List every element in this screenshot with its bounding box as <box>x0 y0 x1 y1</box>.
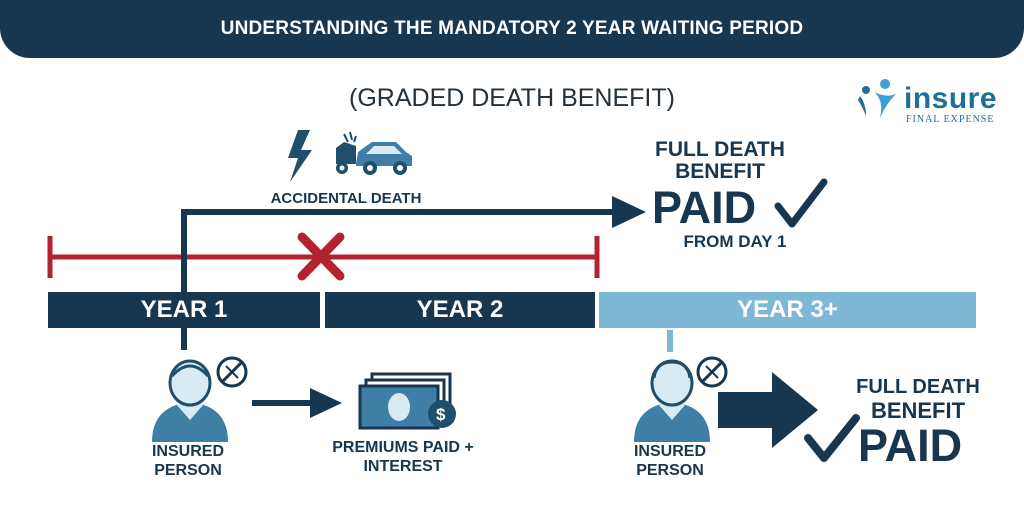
cross-icon <box>297 232 345 281</box>
insured-person-icon-left <box>152 359 228 442</box>
big-arrow-icon <box>718 372 818 448</box>
checkmark-icon-bottom <box>804 414 860 462</box>
no-pay-icon-left <box>216 356 248 388</box>
subtitle: (GRADED DEATH BENEFIT) <box>349 84 675 112</box>
year-3-plus-bar: YEAR 3+ <box>599 292 976 328</box>
year-1-bar: YEAR 1 <box>48 292 320 328</box>
logo-tagline: FINAL EXPENSE <box>906 114 995 125</box>
insured-person-icon-right <box>634 359 710 442</box>
svg-text:$: $ <box>436 405 446 424</box>
year-2-bar: YEAR 2 <box>325 292 595 328</box>
year-3-plus-label: YEAR 3+ <box>737 296 838 323</box>
checkmark-icon-top <box>774 178 828 228</box>
no-pay-icon-right <box>696 356 728 388</box>
family-logo-icon <box>858 79 896 118</box>
full-benefit-bottom-line2: BENEFIT <box>870 398 966 423</box>
lightning-icon <box>288 130 312 182</box>
header-banner: UNDERSTANDING THE MANDATORY 2 YEAR WAITI… <box>0 0 1024 58</box>
full-benefit-top-line2: BENEFIT <box>675 160 765 183</box>
full-benefit-top-paid: PAID <box>652 182 757 233</box>
page-title: UNDERSTANDING THE MANDATORY 2 YEAR WAITI… <box>220 18 804 39</box>
insured-person-label-left: INSURED PERSON <box>151 443 224 479</box>
year-2-label: YEAR 2 <box>416 296 504 323</box>
full-benefit-bottom-paid: PAID <box>858 420 963 471</box>
premiums-paid-label: PREMIUMS PAID + INTEREST <box>332 439 474 475</box>
year-1-label: YEAR 1 <box>140 296 228 323</box>
full-benefit-bottom-line1: FULL DEATH <box>856 376 980 398</box>
money-stack-icon: $ <box>358 372 456 430</box>
accidental-death-label: ACCIDENTAL DEATH <box>270 190 422 207</box>
full-benefit-top-line1: FULL DEATH <box>655 138 785 161</box>
car-crash-icon <box>336 131 412 175</box>
logo-word: insure <box>904 82 998 115</box>
insured-person-label-right: INSURED PERSON <box>633 443 706 479</box>
full-benefit-top-from-day-1: FROM DAY 1 <box>683 232 787 251</box>
arrow-to-premiums <box>252 388 342 418</box>
